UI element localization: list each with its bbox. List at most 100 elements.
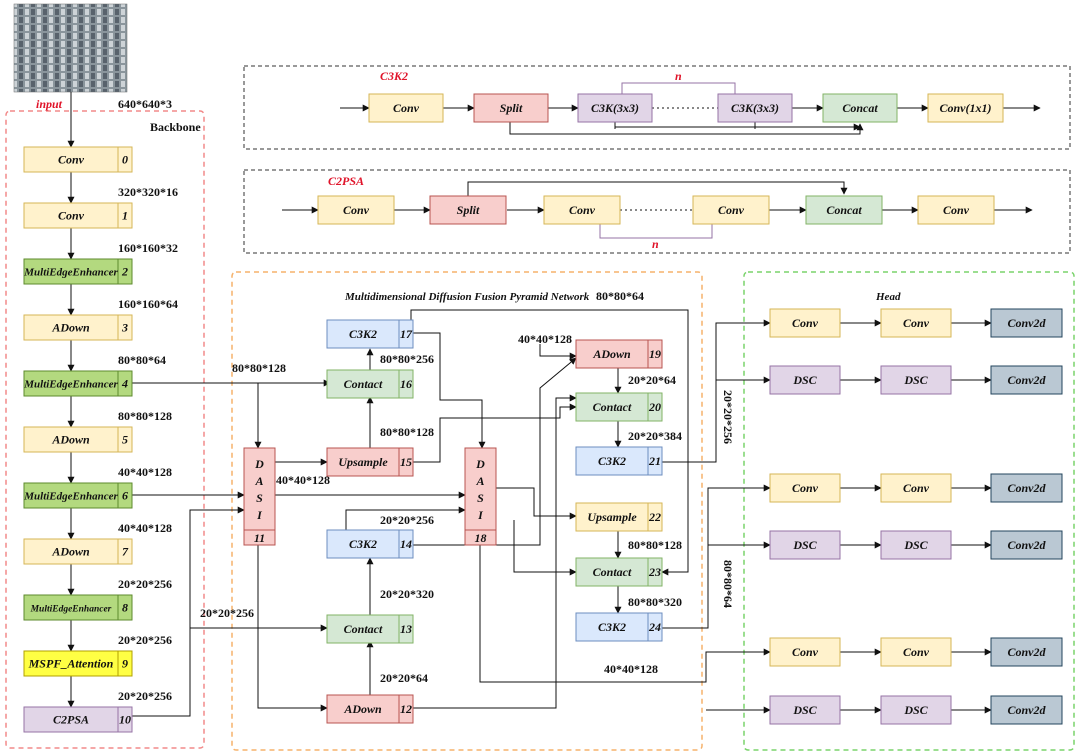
head-block-0-0-label: Conv [792,316,819,330]
head-block-3-0-label: DSC [792,538,817,552]
c2psa-block-0-shape [317,195,395,225]
neck-block-22-label: Upsample [587,510,637,524]
c2psa-block-5-shape [917,195,995,225]
c2psa-block-4: Concat [805,195,883,225]
dim-label: 20*20*256 [380,513,434,527]
dim-label: 20*20*320 [380,587,434,601]
backbone-block-6-label: MultiEdgeEnhancer [23,491,118,503]
head-block-2-1: Conv [880,473,952,503]
backbone-block-3-shape [23,314,133,341]
c3k2-block-5-shape [927,93,1004,123]
head-block-5-1-label: DSC [903,703,928,717]
neck-block-20: 20 Contact [575,392,663,422]
dasi-letter: D [254,457,264,471]
c2psa-block-2-label: Conv [569,203,596,217]
dim-label: 320*320*16 [118,185,178,199]
backbone-block-10-index: 10 [119,713,131,727]
c3k2-region [243,65,1071,150]
c3k2-block-5: Conv(1x1) [927,93,1004,123]
dasi-letter: I [256,508,263,522]
c3k2-block-4: Concat [822,93,898,123]
backbone-block-4-index: 4 [121,377,128,391]
head-block-5-0-label: DSC [792,703,817,717]
neck-block-24-label: C3K2 [598,620,626,634]
backbone-block-4-label: MultiEdgeEnhancer [23,379,118,391]
head-block-3-0-shape [769,530,841,560]
head-block-1-0-label: DSC [792,373,817,387]
head-block-2-2: Conv2d [990,473,1063,503]
backbone-block-9-shape [23,650,133,677]
backbone-block-8-shape [23,594,133,621]
head-block-5-2: Conv2d [990,695,1063,725]
head-block-0-0-shape [769,308,841,338]
dim-label: 20*20*64 [380,671,428,685]
neck-block-23-index: 23 [648,565,661,579]
head-block-3-2: Conv2d [990,530,1063,560]
c3k2-block-4-label: Concat [842,101,878,115]
head-block-5-1: DSC [880,695,952,725]
neck-block-15-index: 15 [400,455,412,469]
backbone-block-10-shape [23,706,133,733]
dim-label: 40*40*128 [118,465,172,479]
c2psa-block-3-shape [692,195,770,225]
dasi-letter: S [477,491,484,505]
head-block-2-0: Conv [769,473,841,503]
neck-block-20-label: Contact [593,400,632,414]
dim-label: 160*160*32 [118,241,178,255]
blocks: 0Conv1Conv2MultiEdgeEnhancer3ADown4Multi… [23,93,1063,733]
head-block-4-1-shape [880,637,952,667]
dim-label: 80*80*128 [118,409,172,423]
head-title: Head [875,291,901,303]
backbone-block-7-label: ADown [51,545,90,559]
neck-block-20-index: 20 [648,400,661,414]
wires [67,82,1041,717]
c2psa-block-5: Conv [917,195,995,225]
dim-label: 80*80*256 [380,352,434,366]
head-block-1-1-shape [880,365,952,395]
backbone-block-2-shape [23,258,133,285]
dim-label: 80*80*128 [628,538,682,552]
dim-label: 40*40*128 [604,662,658,676]
backbone-block-1-label: Conv [58,209,85,223]
c3k2-block-5-label: Conv(1x1) [940,101,992,115]
neck-block-19-index: 19 [649,347,661,361]
backbone-block-5: 5 ADown [23,426,133,453]
neck-block-13-index: 13 [400,622,412,636]
backbone-block-0-index: 0 [122,153,128,167]
dim-label: 80*80*128 [380,425,434,439]
backbone-block-5-label: ADown [51,433,90,447]
head-block-5-1-shape [880,695,952,725]
backbone-block-0-shape [23,146,133,173]
c2psa-block-3: Conv [692,195,770,225]
dim-label: 20*20*256 [200,606,254,620]
dim-label: 20*20*256 [721,390,735,444]
backbone-block-1-shape [23,202,133,229]
dasi-shape [464,447,497,546]
c2psa-block-0: Conv [317,195,395,225]
backbone-block-3-index: 3 [121,321,128,335]
input-image [13,3,128,93]
backbone-block-4-shape [23,370,133,397]
neck-block-24-index: 24 [648,620,661,634]
backbone-block-8-label: MultiEdgeEnhancer [30,605,112,615]
neck-block-24: 24 C3K2 [575,612,663,642]
backbone-block-5-index: 5 [122,433,128,447]
dim-label: 80*80*64 [118,353,166,367]
dim-label: 80*80*320 [628,595,682,609]
c3k2-block-2-label: C3K(3x3) [591,101,639,115]
c3k2-block-3-label: C3K(3x3) [731,101,779,115]
dim-label: 20*20*64 [628,373,676,387]
neck-block-16-label: Contact [344,377,383,391]
